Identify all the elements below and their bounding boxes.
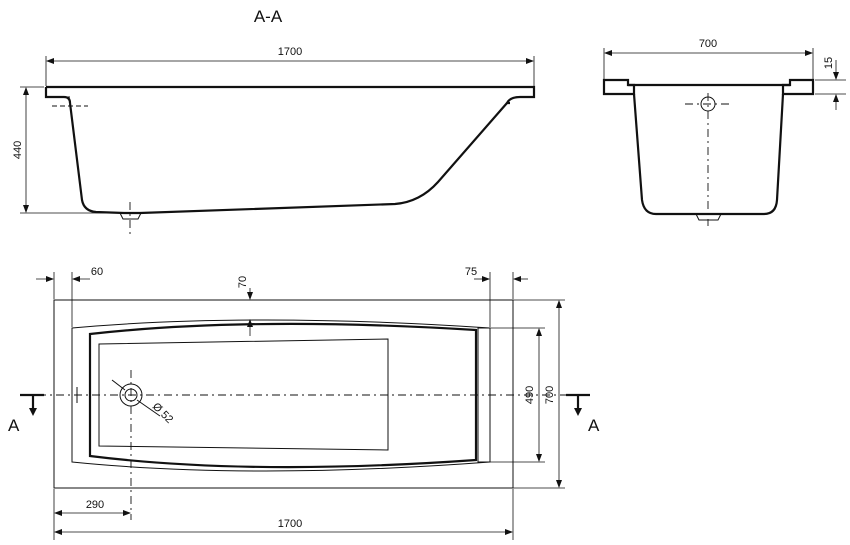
end-body <box>632 93 785 216</box>
top-view: Ø 52 60 70 75 490 700 290 1700 <box>8 266 600 540</box>
top-drain-leader-b <box>136 399 161 417</box>
side-drain <box>119 212 142 220</box>
top-outer <box>53 299 514 489</box>
top-drain-offset-label: 290 <box>86 499 104 511</box>
side-view: 1700 440 <box>12 46 536 236</box>
section-title: A-A <box>254 7 283 26</box>
end-width-label: 700 <box>699 38 717 50</box>
side-height-label: 440 <box>12 141 24 159</box>
top-length-label: 1700 <box>278 518 302 530</box>
section-marker-right: A <box>588 416 600 435</box>
top-rim-label: 70 <box>237 276 249 288</box>
end-view: 700 15 <box>602 38 846 226</box>
top-drain-diameter-label: Ø 52 <box>150 401 175 426</box>
top-inner-width-label: 490 <box>524 386 536 404</box>
section-marker-left: A <box>8 416 20 435</box>
end-rim-left <box>602 78 636 96</box>
top-floor <box>98 338 389 451</box>
top-drain-leader-a <box>111 379 126 391</box>
top-basin <box>88 322 478 469</box>
end-drain <box>695 213 722 221</box>
end-rim-label: 15 <box>823 57 835 69</box>
top-right-rim-label: 75 <box>465 266 477 278</box>
end-rim-right <box>781 78 815 96</box>
top-left-rim-label: 60 <box>91 266 103 278</box>
section-arrow-left <box>29 408 37 416</box>
section-arrow-right <box>574 408 582 416</box>
side-length-label: 1700 <box>278 46 302 58</box>
side-rim <box>44 85 536 105</box>
top-outer-width-label: 700 <box>544 386 556 404</box>
side-body <box>68 102 508 215</box>
